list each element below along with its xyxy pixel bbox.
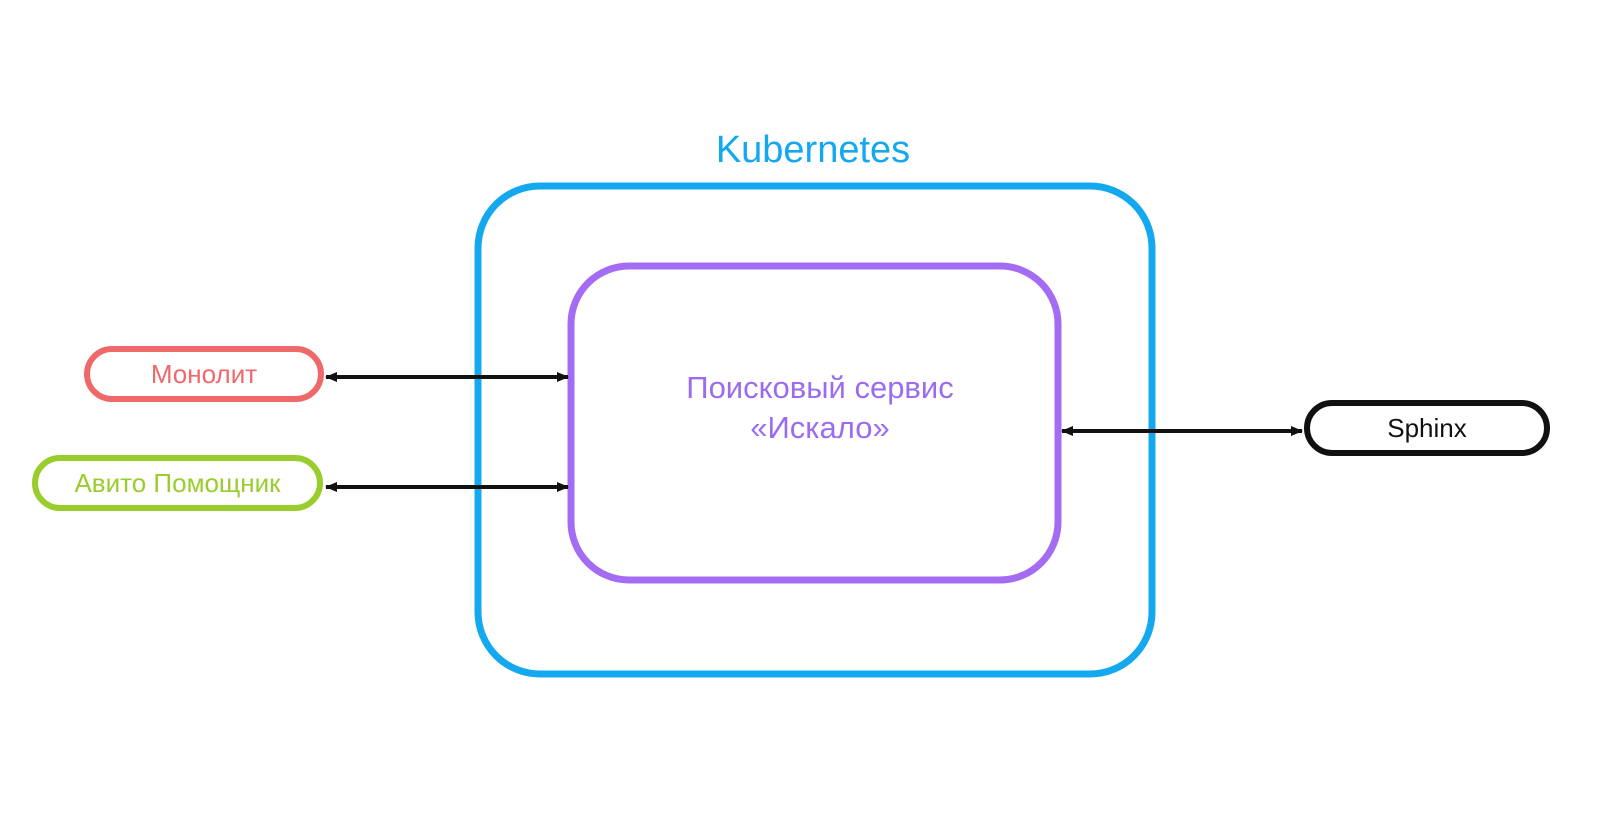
sphinx-label: Sphinx [1387,412,1467,443]
avito-assistant-node: Авито Помощник [32,455,323,511]
sphinx-node: Sphinx [1304,400,1550,456]
avito-assistant-label: Авито Помощник [74,467,281,498]
search-service-name-line2: «Искало» [750,410,890,445]
monolith-node: Монолит [84,346,324,402]
kubernetes-title: Kubernetes [715,129,911,171]
search-service-label: Поисковый сервис «Искало» [640,368,1000,448]
monolith-label: Монолит [150,358,258,389]
search-service-box [567,262,1062,584]
search-service-name-line1: Поисковый сервис [686,370,954,405]
